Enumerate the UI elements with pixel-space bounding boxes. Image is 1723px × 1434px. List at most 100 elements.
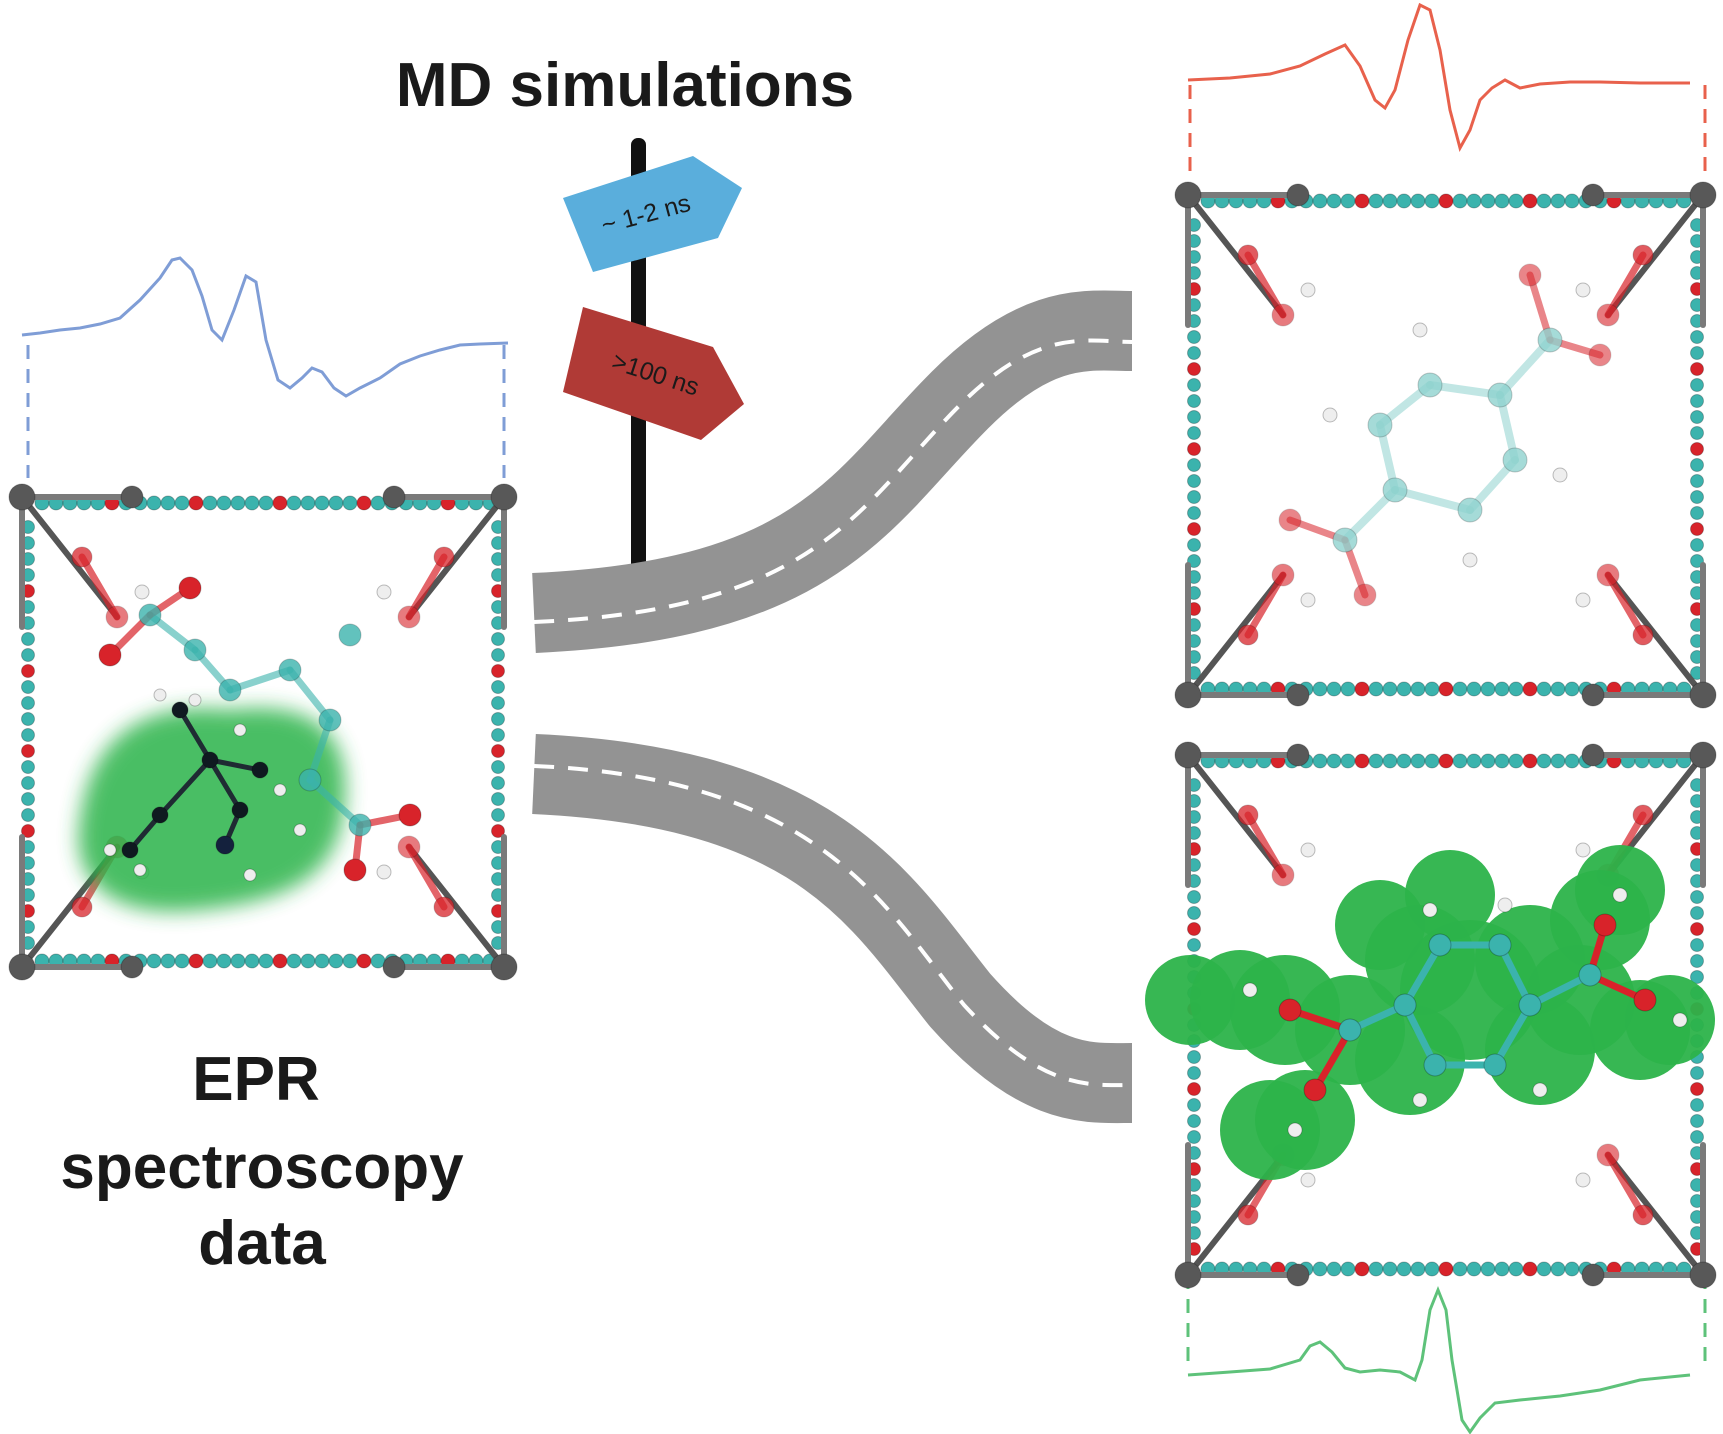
atom <box>1690 538 1704 552</box>
atom <box>1581 1263 1605 1287</box>
atom <box>1368 193 1384 209</box>
highlight-glow <box>1625 975 1715 1065</box>
atom <box>1287 1122 1303 1138</box>
atom <box>1552 467 1568 483</box>
atom <box>1312 753 1328 769</box>
spectrum-experimental <box>21 256 509 398</box>
atom <box>160 495 176 511</box>
bond <box>78 553 121 621</box>
atom <box>1466 193 1482 209</box>
atom <box>133 863 147 877</box>
atom <box>21 760 35 774</box>
caption-line-3: data <box>198 1209 326 1278</box>
atom <box>21 824 35 838</box>
atom <box>1690 1098 1704 1112</box>
atom <box>21 696 35 710</box>
atom <box>1575 282 1591 298</box>
atom <box>1237 804 1259 826</box>
atom <box>1396 1261 1412 1277</box>
bond <box>177 707 213 763</box>
bond <box>1526 971 1594 1009</box>
atom <box>286 953 302 969</box>
road-upper <box>532 290 1133 653</box>
atom <box>8 483 36 511</box>
atom <box>433 896 455 918</box>
bond <box>1244 251 1287 319</box>
atom <box>1340 753 1356 769</box>
atom <box>1518 263 1542 287</box>
atom <box>1354 1261 1370 1277</box>
atom <box>293 823 307 837</box>
atom <box>1575 592 1591 608</box>
atom <box>1690 362 1704 376</box>
atom <box>328 953 344 969</box>
atom <box>216 953 232 969</box>
bond <box>1496 336 1554 399</box>
atom <box>491 792 505 806</box>
atom <box>1368 1261 1384 1277</box>
highlight-glow <box>1145 955 1235 1045</box>
atom <box>491 664 505 678</box>
atom <box>160 953 176 969</box>
atom <box>318 708 342 732</box>
atom <box>1480 681 1496 697</box>
atom <box>1353 583 1377 607</box>
atom <box>1174 181 1202 209</box>
atom <box>1428 933 1452 957</box>
bond <box>306 776 364 829</box>
atom <box>298 768 322 792</box>
atom <box>1690 1114 1704 1128</box>
atom <box>71 896 93 918</box>
atom <box>1338 1018 1362 1042</box>
atom <box>146 495 162 511</box>
atom <box>153 688 167 702</box>
atom <box>1187 1082 1201 1096</box>
atom <box>1187 922 1201 936</box>
atom <box>1382 681 1398 697</box>
atom <box>21 664 35 678</box>
atom <box>273 783 287 797</box>
atom <box>1396 681 1412 697</box>
atom <box>491 648 505 662</box>
atom <box>1690 346 1704 360</box>
atom <box>201 751 219 769</box>
atom <box>151 806 169 824</box>
atom <box>134 584 150 600</box>
atom <box>1424 193 1440 209</box>
atom <box>1457 497 1483 523</box>
atom <box>1300 1172 1316 1188</box>
atom <box>382 485 406 509</box>
bond <box>1185 752 1286 878</box>
atom <box>1187 506 1201 520</box>
bond <box>1604 1151 1647 1219</box>
atom <box>1423 1053 1447 1077</box>
atom <box>343 858 367 882</box>
atom <box>491 760 505 774</box>
sign-slow: >100 ns <box>563 307 744 440</box>
atom <box>1410 193 1426 209</box>
atom <box>1438 1261 1454 1277</box>
atom <box>1689 181 1717 209</box>
atom <box>1187 522 1201 536</box>
atom <box>1286 683 1310 707</box>
atom <box>1174 741 1202 769</box>
atom <box>338 623 362 647</box>
atom <box>1187 1050 1201 1064</box>
atom <box>243 868 257 882</box>
atom <box>1396 753 1412 769</box>
atom <box>1690 906 1704 920</box>
atom <box>342 495 358 511</box>
atom <box>1596 303 1620 327</box>
atom <box>1550 681 1566 697</box>
atom <box>1633 988 1657 1012</box>
atom <box>1326 681 1342 697</box>
highlight-glow <box>1405 850 1495 940</box>
atom <box>1417 372 1443 398</box>
atom <box>376 584 392 600</box>
atom <box>300 495 316 511</box>
atom <box>1271 563 1295 587</box>
atom <box>1422 902 1438 918</box>
atom <box>1340 681 1356 697</box>
atom <box>1438 193 1454 209</box>
atom <box>21 648 35 662</box>
